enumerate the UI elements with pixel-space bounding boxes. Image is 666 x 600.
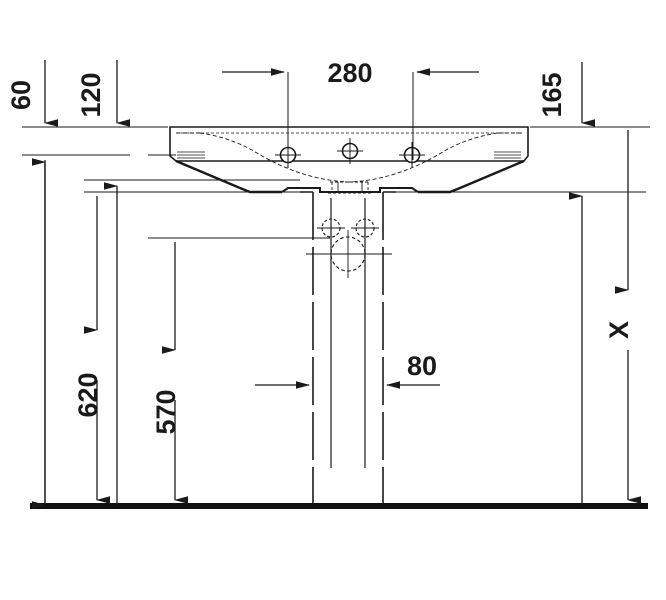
dimension-280-label: 280 xyxy=(327,58,372,88)
dimension-80: 80 xyxy=(255,351,440,389)
dimension-x-label: X xyxy=(604,321,634,339)
floor-line xyxy=(30,503,648,509)
tap-hole-right xyxy=(399,142,425,168)
dimension-280: 280 xyxy=(222,58,479,160)
extension-lines xyxy=(22,126,650,239)
pedestal xyxy=(300,191,396,505)
dimension-120: 120 xyxy=(76,60,130,127)
dim-60-120-extension xyxy=(32,158,118,505)
washbasin-body xyxy=(169,126,529,194)
dimension-570: 570 xyxy=(151,242,188,504)
dimension-120-label: 120 xyxy=(76,72,106,117)
dimension-60-label: 60 xyxy=(6,80,36,110)
dimension-620-label: 620 xyxy=(73,372,103,417)
dimension-620: 620 xyxy=(73,196,110,504)
dimension-570-label: 570 xyxy=(151,389,181,434)
tap-hole-center xyxy=(337,138,363,164)
dimension-80-label: 80 xyxy=(407,351,437,381)
dimension-165-label: 165 xyxy=(537,72,567,117)
dimension-165: 165 xyxy=(537,62,595,505)
dimension-x: X xyxy=(604,130,641,504)
